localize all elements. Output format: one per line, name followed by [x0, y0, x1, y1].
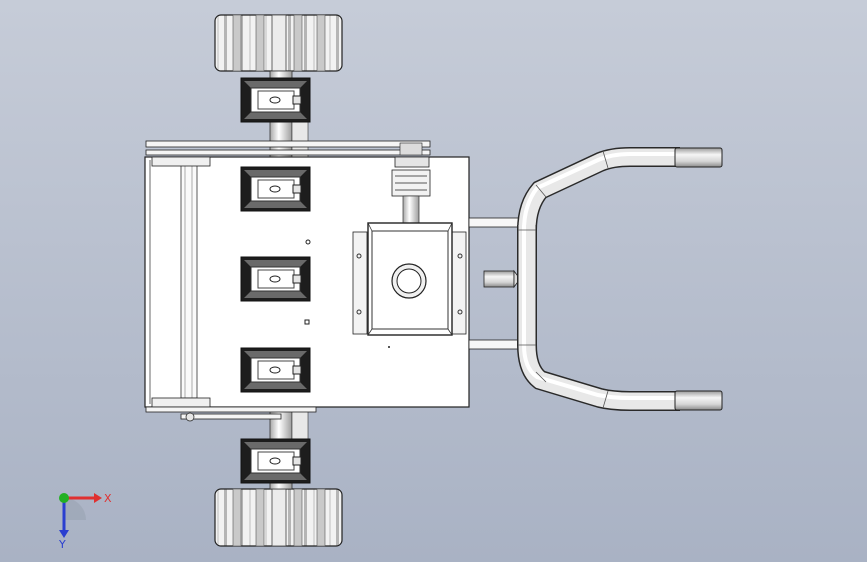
- top-wheel[interactable]: [214, 14, 343, 72]
- bearing-housing-3[interactable]: [240, 256, 311, 302]
- bearing-housing-1[interactable]: [240, 77, 311, 123]
- triad-plane: [64, 498, 86, 520]
- drive-belt-top[interactable]: [145, 140, 431, 156]
- y-axis-label: Y: [58, 538, 66, 550]
- bottom-wheel[interactable]: [214, 488, 343, 547]
- bearing-housing-4[interactable]: [240, 347, 311, 393]
- handle-tube[interactable]: [517, 147, 680, 411]
- bearing-housing-2[interactable]: [240, 166, 311, 212]
- motor[interactable]: [352, 222, 467, 336]
- x-axis-label: X: [104, 492, 112, 505]
- coordinate-triad: X Y: [58, 492, 112, 550]
- handle-grip-top[interactable]: [674, 147, 723, 168]
- origin-marker: [59, 493, 69, 503]
- drive-belt-bottom[interactable]: [145, 406, 317, 422]
- handle-grip-bottom[interactable]: [674, 390, 723, 411]
- y-axis-arrowhead: [59, 530, 69, 538]
- pulley[interactable]: [391, 156, 431, 225]
- handle-connectors[interactable]: [468, 217, 521, 350]
- bearing-housing-5[interactable]: [240, 438, 311, 484]
- x-axis-arrowhead: [94, 493, 102, 503]
